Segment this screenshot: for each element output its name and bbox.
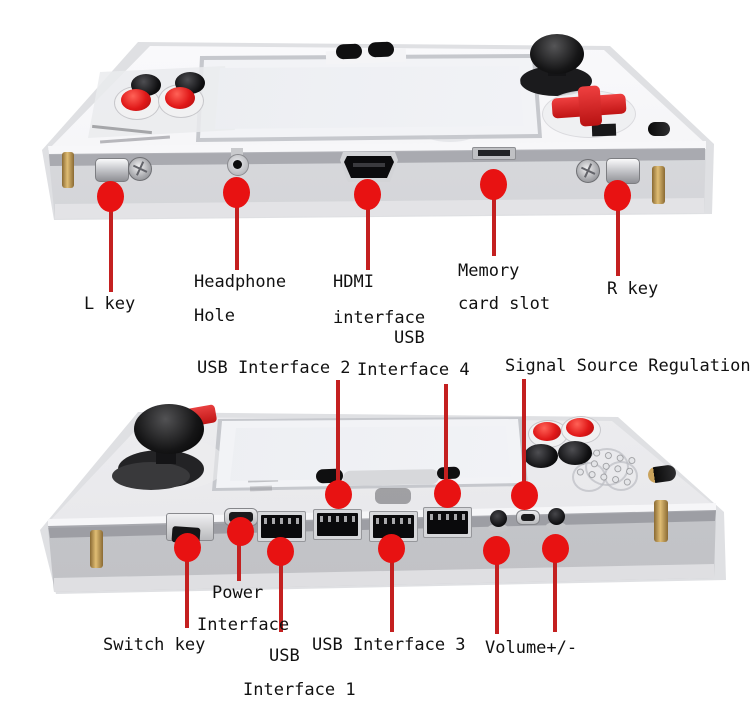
- callout-line-headphone: [235, 196, 239, 270]
- label-hdmi-2: interface: [333, 308, 426, 328]
- action-button-red-2: [566, 418, 594, 437]
- screw: [128, 157, 152, 181]
- action-button-red-1: [533, 422, 561, 441]
- usb-port-1-pins: [264, 518, 299, 524]
- screw: [576, 159, 600, 183]
- callout-line-usb2: [336, 380, 340, 492]
- label-hdmi-1: HDMI: [333, 272, 374, 292]
- callout-dot-usb2: [325, 480, 352, 509]
- action-button-red-2: [165, 87, 195, 109]
- callout-dot-switch-key: [174, 533, 201, 562]
- label-volume: Volume+/-: [485, 638, 578, 658]
- joystick-cap: [134, 404, 204, 454]
- label-power-1: Power: [212, 583, 264, 603]
- label-headphone-1: Headphone: [194, 272, 287, 292]
- start-button: [436, 466, 461, 480]
- callout-dot-usb4: [434, 479, 461, 508]
- action-button-red-1: [121, 89, 151, 111]
- volume-minus-button: [548, 508, 565, 525]
- callout-line-power: [237, 540, 241, 581]
- callout-line-l-key: [109, 200, 113, 292]
- standoff: [654, 500, 668, 542]
- memory-card-slot: [478, 150, 510, 156]
- callout-line-volume-plus: [495, 560, 499, 634]
- r-key-button: [606, 158, 640, 184]
- callout-dot-usb1: [267, 537, 294, 566]
- headphone-hole: [233, 160, 242, 169]
- callout-dot-r-key: [604, 180, 631, 211]
- callout-dot-volume-minus: [542, 534, 569, 563]
- usb-port-3-pins: [376, 518, 411, 524]
- label-memory-2: card slot: [458, 294, 551, 314]
- signal-source-port-slot: [521, 514, 535, 521]
- label-power-2: Interface: [197, 615, 290, 635]
- callout-line-hdmi: [366, 198, 370, 270]
- label-usb2: USB Interface 2: [197, 358, 351, 378]
- select-start-plate: [342, 469, 440, 486]
- usb-port-4: [423, 507, 472, 538]
- label-usb3: USB Interface 3: [312, 635, 466, 655]
- volume-minus-base: [546, 522, 566, 530]
- dpad-vertical: [577, 85, 603, 127]
- l-key-button: [95, 158, 129, 182]
- standoff: [62, 152, 74, 188]
- audio-jack-top: [648, 122, 670, 136]
- callout-dot-usb3: [378, 534, 405, 563]
- callout-dot-volume-plus: [483, 536, 510, 565]
- label-l-key: L key: [84, 294, 136, 314]
- usb-port-2-pins: [320, 516, 355, 522]
- label-signal: Signal Source Regulation: [505, 356, 750, 376]
- signal-source-port: [516, 510, 540, 525]
- label-usb4-2: Interface 4: [357, 360, 470, 380]
- callout-line-volume-minus: [553, 558, 557, 632]
- callout-line-usb4: [444, 384, 448, 492]
- joystick-cap: [530, 34, 584, 74]
- select-button: [335, 43, 363, 60]
- joystick-rubber: [112, 462, 190, 490]
- action-button-black-1: [524, 444, 558, 468]
- callout-line-switch-key: [185, 556, 189, 628]
- usb-port-2: [313, 509, 362, 540]
- etched-logo-mark: [249, 485, 273, 492]
- action-button-black-2: [558, 441, 592, 465]
- label-headphone-2: Hole: [194, 306, 235, 326]
- internal-port-shadow: [375, 488, 411, 504]
- label-usb1-2: Interface 1: [243, 680, 356, 700]
- callout-line-usb3: [390, 558, 394, 632]
- callout-dot-headphone: [223, 177, 250, 208]
- label-switch-key: Switch key: [103, 635, 206, 655]
- callout-dot-memory-card: [480, 169, 507, 200]
- callout-dot-hdmi: [354, 179, 381, 210]
- callout-line-memory-card: [492, 188, 496, 256]
- callout-dot-power: [227, 517, 254, 546]
- callout-line-signal: [522, 379, 526, 493]
- volume-plus-button: [490, 510, 507, 527]
- standoff: [90, 530, 103, 568]
- callout-dot-signal: [511, 481, 538, 510]
- volume-plus-base: [488, 524, 508, 532]
- hdmi-slot: [353, 163, 385, 167]
- headphone-jack-stem: [231, 148, 243, 158]
- label-r-key: R key: [607, 279, 659, 299]
- label-usb1-1: USB: [269, 646, 300, 666]
- callout-line-r-key: [616, 199, 620, 276]
- callout-dot-l-key: [97, 181, 124, 212]
- usb-port-4-pins: [430, 514, 465, 520]
- label-memory-1: Memory: [458, 261, 520, 281]
- start-button: [367, 41, 395, 58]
- label-usb4-1: USB: [394, 328, 425, 348]
- standoff: [652, 166, 665, 204]
- callout-line-usb1: [279, 560, 283, 632]
